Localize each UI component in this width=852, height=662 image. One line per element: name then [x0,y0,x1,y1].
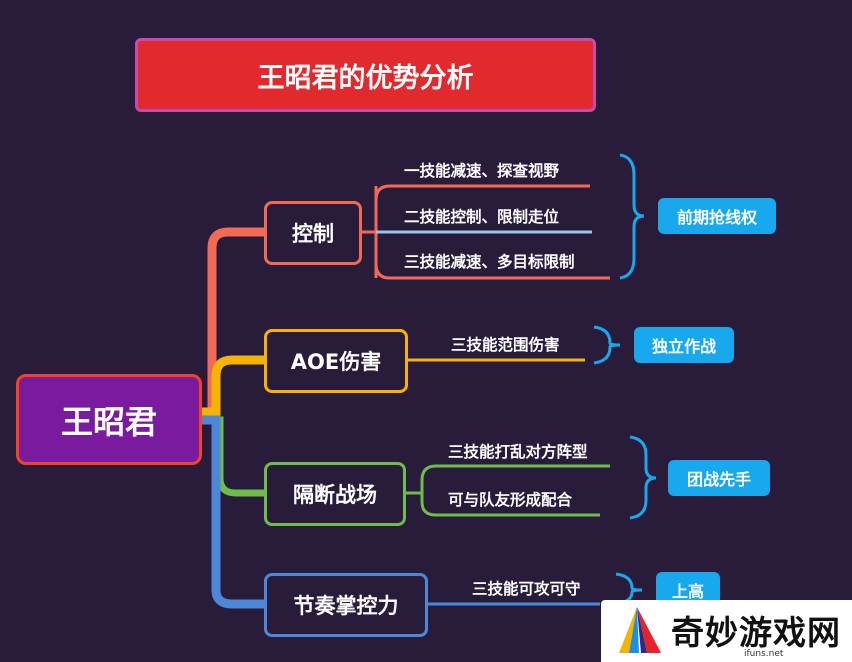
connector-battlefield-leaves [406,464,610,517]
tag-battlefield: 团战先手 [668,460,770,496]
branch-node-aoe: AOE伤害 [264,329,408,393]
branch-node-tempo: 节奏掌控力 [264,573,428,637]
page-title: 王昭君的优势分析 [135,38,596,112]
watermark-text: 奇妙游戏网 [671,613,841,652]
leaf-control-3: 三技能减速、多目标限制 [404,253,575,271]
connector-control-leaves [362,184,610,280]
connector-battlefield [202,416,265,497]
leaf-battlefield-2: 可与队友形成配合 [448,491,573,509]
leaf-control-1: 一技能减速、探查视野 [404,162,560,180]
root-node: 王昭君 [16,374,202,465]
leaf-control-2: 二技能控制、限制走位 [404,208,560,226]
leaf-battlefield-1: 三技能打乱对方阵型 [448,443,588,461]
tempo-bracket [615,572,643,606]
control-bracket [619,153,645,280]
watermark-logo-icon [619,607,661,653]
branch-node-control: 控制 [264,201,362,265]
connector-tempo [202,415,265,609]
battlefield-bracket [629,435,657,520]
branch-node-battlefield: 隔断战场 [264,462,406,526]
watermark-url: ifuns.net [744,649,784,659]
watermark: 奇妙游戏网 ifuns.net [601,600,852,662]
leaf-tempo-1: 三技能可攻可守 [472,580,581,598]
tag-aoe: 独立作战 [634,327,734,363]
aoe-bracket [593,325,621,365]
leaf-aoe-1: 三技能范围伤害 [451,336,560,354]
tag-control: 前期抢线权 [658,198,776,234]
connector-control [202,227,265,417]
connector-aoe [202,355,265,417]
